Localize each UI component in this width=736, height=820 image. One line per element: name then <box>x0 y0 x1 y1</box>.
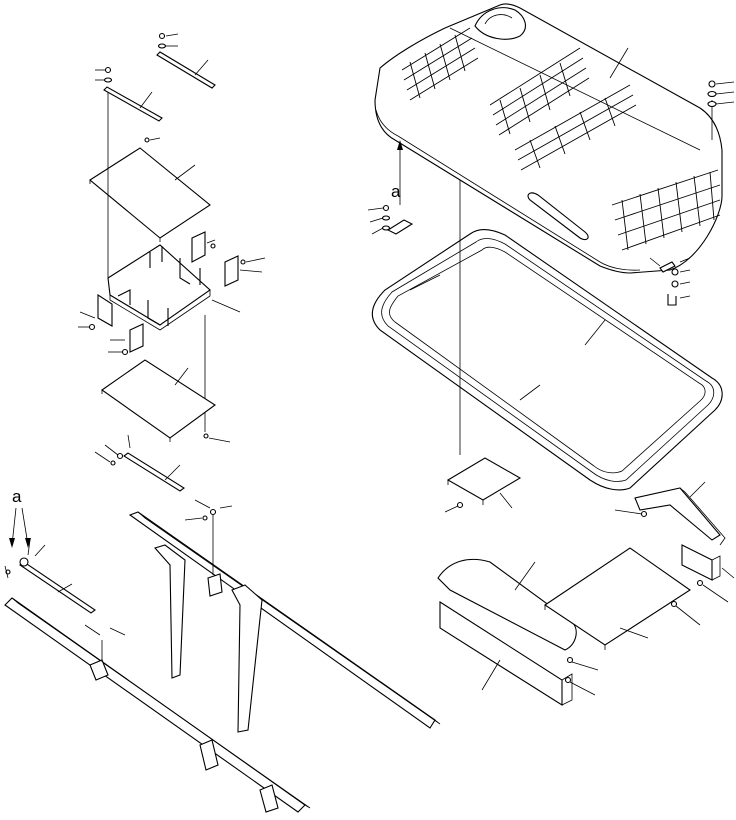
left-panel-assembly <box>78 32 266 492</box>
roof-leader-lines <box>397 47 713 455</box>
roof-vent-grille <box>401 27 637 171</box>
main-frame-beam <box>128 499 441 733</box>
roof-bracket <box>367 204 414 235</box>
roof-cover <box>374 3 723 274</box>
right-lower-parts <box>437 481 735 706</box>
front-vent-grille <box>611 169 721 251</box>
callout-label-right: a <box>391 182 401 201</box>
callout-label-left: a <box>12 487 22 506</box>
left-callout-arrows <box>9 507 31 548</box>
arrow-head <box>397 140 403 150</box>
right-bolt-stack <box>707 80 735 108</box>
roof-seal <box>371 229 723 491</box>
bottom-rail <box>4 539 311 813</box>
front-hook-parts <box>649 257 691 306</box>
roof-pad <box>444 457 522 513</box>
